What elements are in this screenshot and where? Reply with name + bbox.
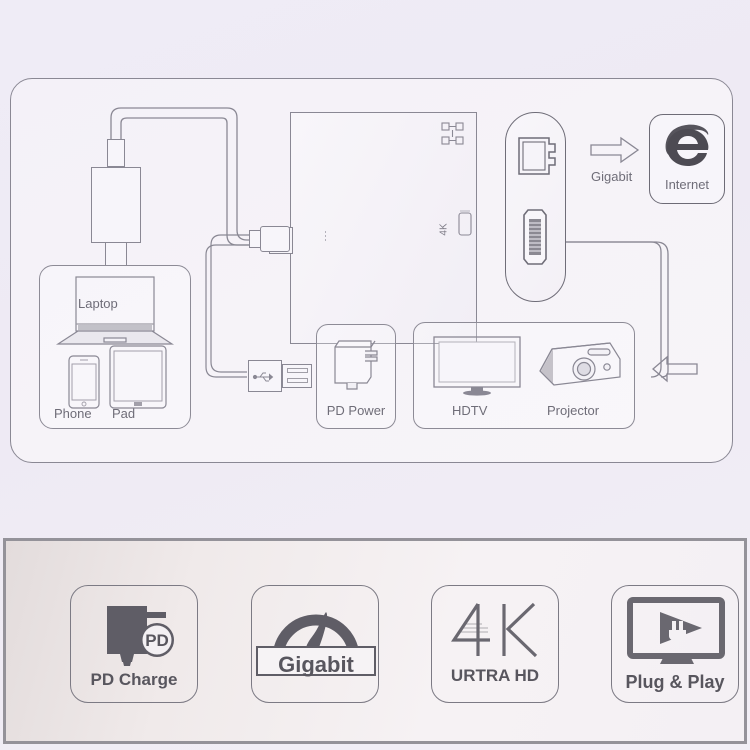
monitor-play-icon [627,597,725,664]
internet-explorer-icon [665,124,709,166]
hdtv-label: HDTV [452,403,488,418]
power-adapter-icon [334,340,378,390]
hdmi-port [523,209,547,265]
cable-paths [110,107,669,378]
hdtv-icon [433,336,521,396]
usb-icon [252,372,274,382]
feature-label-pd-charge: PD Charge [90,670,178,689]
ethernet-port-mark-icon [441,122,464,145]
hdmi-port-mark-icon [458,210,472,236]
internet-card-label: Internet [664,177,710,192]
features-panel: PD PD Charge Gigabit URTRA HD [3,538,747,744]
4k-icon [451,602,538,658]
gigabit-arrow-label: Gigabit [591,169,633,184]
feature-label-plug-play: Plug & Play [625,672,725,692]
feature-plug-play: Plug & Play [611,585,739,703]
feature-ultra-hd: URTRA HD [431,585,559,703]
phone-label: Phone [54,406,92,421]
arrow-left-icon [652,355,698,383]
source-devices-card: Laptop Phone Pad [39,265,191,429]
rj45-ethernet-port [518,137,556,175]
hub-body-detail-dashes [325,231,326,243]
feature-label-gigabit: Gigabit [278,652,354,677]
feature-gigabit: Gigabit [251,585,379,703]
display-card: HDTV Projector [413,322,635,429]
hdmi-4k-port-label: 4K [438,223,450,236]
laptop-icon [55,276,175,345]
pd-badge-text: PD [145,631,169,650]
feature-pd-charge: PD PD Charge [70,585,198,703]
feature-label-ultra-hd: URTRA HD [450,666,540,685]
pad-label: Pad [112,406,136,421]
pd-power-label: PD Power [326,403,386,418]
pd-power-card: PD Power [316,324,396,429]
gigabit-badge-frame: Gigabit [256,646,376,677]
power-adapter-icon: PD [107,606,174,666]
laptop-label: Laptop [78,296,118,311]
projector-icon [539,342,621,386]
projector-label: Projector [547,403,600,418]
internet-card: Internet [649,114,725,204]
arrow-right-icon [590,136,640,164]
pad-icon [109,345,167,409]
phone-icon [68,355,100,409]
connection-diagram-panel: 4K [10,78,733,463]
